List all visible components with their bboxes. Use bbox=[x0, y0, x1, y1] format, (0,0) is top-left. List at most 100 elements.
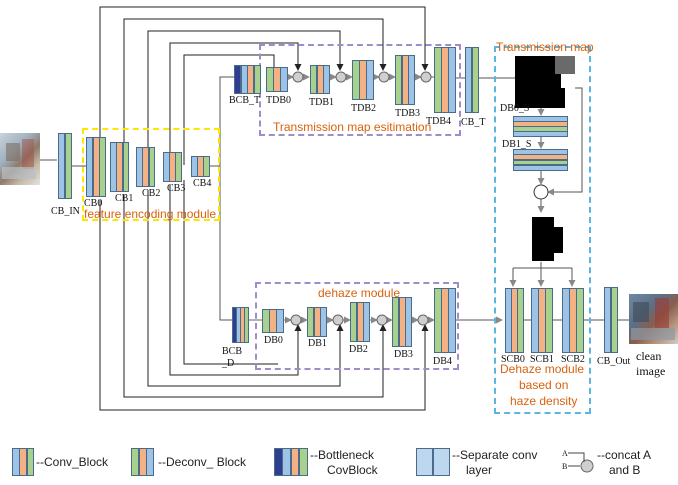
tdb1-block bbox=[310, 65, 331, 94]
concat-node bbox=[335, 71, 347, 83]
concat-nodes bbox=[290, 71, 594, 473]
legend-conv-block-layer bbox=[26, 448, 35, 476]
db2-block-layer bbox=[363, 302, 371, 342]
image-label: image bbox=[636, 364, 666, 378]
cb2-block-layer bbox=[148, 147, 156, 187]
cb1-block bbox=[110, 142, 130, 192]
tdb1-block-layer bbox=[316, 65, 324, 94]
concat-node bbox=[378, 71, 390, 83]
scb2-block-layer bbox=[576, 288, 584, 353]
legend-concat-a: A bbox=[562, 449, 568, 458]
scb0-label: SCB0 bbox=[501, 354, 525, 365]
db3-label: DB3 bbox=[394, 349, 413, 360]
legend-concat-b: B bbox=[562, 462, 568, 471]
legend-deconv-label: --Deconv_ Block bbox=[158, 455, 247, 469]
db2-block-layer bbox=[350, 302, 358, 342]
concat-node-density bbox=[533, 184, 549, 200]
cb-out-label: CB_Out bbox=[597, 356, 631, 367]
cb-t-label: CB_T bbox=[461, 117, 486, 128]
flow-lines bbox=[40, 76, 630, 324]
encoder-module-box bbox=[82, 128, 220, 221]
cb0-block-layer bbox=[92, 137, 100, 197]
clean-output-image bbox=[629, 294, 678, 344]
transmission-map-image bbox=[515, 56, 575, 108]
bcb-t-block bbox=[234, 65, 261, 94]
db4-label: DB4 bbox=[433, 356, 452, 367]
dehaze-title: dehaze module bbox=[318, 286, 401, 300]
tdb2-block bbox=[352, 60, 374, 100]
db4-block-layer bbox=[448, 288, 456, 353]
density-arrows bbox=[509, 87, 583, 321]
dehaze-module-box bbox=[255, 282, 459, 370]
density-title-3: haze density bbox=[510, 394, 578, 408]
tdb3-block-layer bbox=[408, 55, 416, 105]
db3-block-layer bbox=[398, 297, 406, 347]
tdb3-block-layer bbox=[395, 55, 403, 105]
transmission-map-title: Transmission map bbox=[496, 40, 594, 54]
legend-bottleneck-label-2: CovBlock bbox=[327, 463, 378, 477]
legend-deconv-block-layer bbox=[146, 448, 155, 476]
legend-bottleneck-label-1: --Bottleneck bbox=[310, 448, 375, 462]
cb1-label: CB1 bbox=[115, 193, 134, 204]
cb4-block-layer bbox=[203, 156, 210, 177]
db1-block-layer bbox=[307, 307, 315, 337]
db0-block-layer bbox=[276, 309, 284, 333]
legend-conv-block bbox=[12, 448, 35, 476]
concat-node bbox=[292, 71, 304, 83]
cb-out-block bbox=[604, 287, 618, 353]
legend-concat-label-1: --concat A bbox=[597, 448, 652, 462]
legend-separate-block-layer bbox=[416, 448, 433, 476]
tdb1-block-layer bbox=[310, 65, 318, 94]
cb-out-block-layer bbox=[610, 287, 618, 353]
bcb-d-label-2: _D bbox=[222, 358, 235, 369]
cb-t-block bbox=[465, 47, 479, 113]
legend-separate-block-layer bbox=[432, 448, 450, 476]
cb3-label: CB3 bbox=[167, 183, 186, 194]
concat-node bbox=[417, 314, 429, 326]
cb-t-block-layer bbox=[471, 47, 479, 113]
tdb2-label: TDB2 bbox=[351, 103, 376, 114]
skip-connections bbox=[99, 6, 429, 411]
cb0-block-layer bbox=[86, 137, 94, 197]
legend-bottleneck-block bbox=[274, 448, 308, 476]
legend-separate-label-1: --Separate conv bbox=[452, 448, 538, 462]
tdb4-block bbox=[434, 47, 456, 113]
db1-block-layer bbox=[313, 307, 321, 337]
cb-in-block bbox=[58, 133, 72, 199]
legend-separate-label-2: layer bbox=[466, 463, 493, 477]
db0-s-block bbox=[513, 116, 568, 137]
concat-node bbox=[420, 71, 432, 83]
clean-label: clean bbox=[636, 349, 662, 363]
bcb-t-label: BCB_T bbox=[229, 95, 261, 106]
cb2-label: CB2 bbox=[142, 188, 161, 199]
legend-concat-label-2: and B bbox=[609, 463, 641, 477]
cb2-block bbox=[136, 147, 156, 187]
legend-deconv-block-layer bbox=[131, 448, 140, 476]
legend-deconv-block bbox=[131, 448, 155, 476]
concat-node bbox=[332, 314, 344, 326]
db2-block-layer bbox=[356, 302, 364, 342]
tdb0-label: TDB0 bbox=[266, 95, 291, 106]
db0-s-block-layer bbox=[513, 131, 568, 137]
density-title-1: Dehaze module bbox=[500, 362, 585, 376]
cb1-block-layer bbox=[122, 142, 130, 192]
db3-block bbox=[392, 297, 413, 347]
db4-block bbox=[434, 288, 456, 353]
db0-label: DB0 bbox=[264, 335, 283, 346]
bcb-t-block-layer bbox=[253, 65, 261, 94]
scb0-block-layer bbox=[517, 288, 524, 353]
tdb1-block-layer bbox=[323, 65, 331, 94]
cb3-block-layer bbox=[175, 152, 182, 182]
scb2-block bbox=[562, 288, 584, 353]
db1-label: DB1 bbox=[308, 338, 327, 349]
density-map-image bbox=[518, 213, 563, 261]
tdb2-block-layer bbox=[366, 60, 374, 100]
db1-s-label: DB1_S bbox=[502, 139, 532, 150]
tdb4-label: TDB4 bbox=[426, 116, 451, 127]
legend-concat-arrows bbox=[568, 452, 585, 467]
db2-label: DB2 bbox=[349, 344, 368, 355]
tdb1-label: TDB1 bbox=[309, 97, 334, 108]
db3-block-layer bbox=[405, 297, 413, 347]
tdb3-block bbox=[395, 55, 416, 105]
